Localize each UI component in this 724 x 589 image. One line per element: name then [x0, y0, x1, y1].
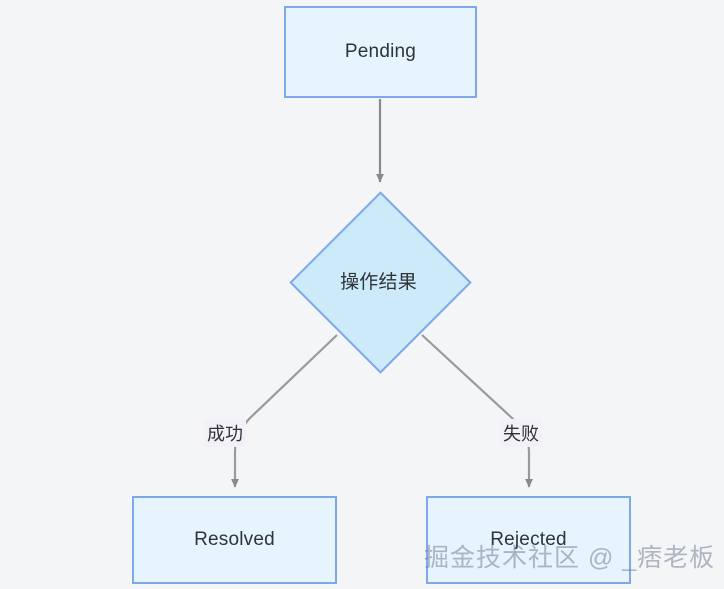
node-pending-label: Pending	[344, 41, 417, 62]
node-resolved[interactable]: Resolved	[132, 496, 337, 584]
node-resolved-label: Resolved	[194, 529, 275, 550]
edge-label-failure: 失败	[500, 419, 542, 447]
node-rejected[interactable]: Rejected	[426, 496, 631, 584]
node-rejected-label: Rejected	[490, 529, 567, 550]
node-decision-operation-result[interactable]: 操作结果	[289, 191, 472, 374]
watermark: 掘金技术社区 @ _痞老板	[424, 544, 716, 572]
node-decision-label: 操作结果	[340, 272, 417, 293]
edge-label-success: 成功	[204, 419, 246, 447]
node-pending[interactable]: Pending	[284, 6, 477, 98]
